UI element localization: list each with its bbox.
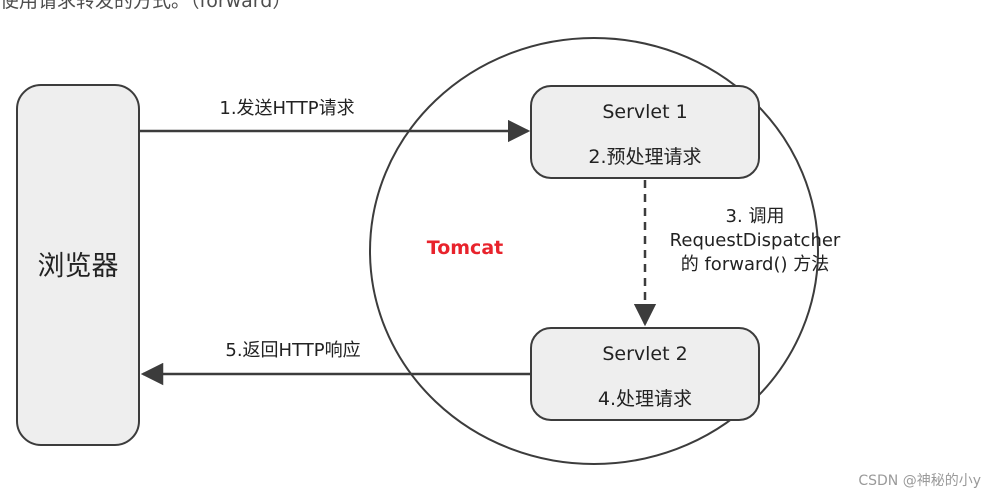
dispatch-label-line3: 的 forward() 方法: [681, 254, 830, 275]
servlet1-box: [530, 85, 760, 179]
dispatch-label-line1: 3. 调用: [726, 206, 785, 227]
send-request-label: 1.发送HTTP请求: [219, 98, 354, 119]
servlet2-title: Servlet 2: [602, 343, 687, 365]
servlet2-step: 4.处理请求: [598, 388, 692, 410]
header-partial-text: 使用请求转发的方式。（forward）: [0, 0, 292, 12]
return-response-label: 5.返回HTTP响应: [225, 340, 360, 361]
tomcat-label: Tomcat: [427, 237, 503, 259]
browser-box: [16, 84, 140, 446]
servlet1-step: 2.预处理请求: [588, 146, 701, 168]
csdn-watermark: CSDN @神秘的小y: [858, 473, 981, 489]
servlet2-box: [530, 327, 760, 421]
browser-label: 浏览器: [38, 251, 119, 282]
tomcat-container-ellipse: [369, 37, 819, 465]
dispatch-label-line2: RequestDispatcher: [670, 230, 841, 251]
servlet1-title: Servlet 1: [602, 101, 687, 123]
